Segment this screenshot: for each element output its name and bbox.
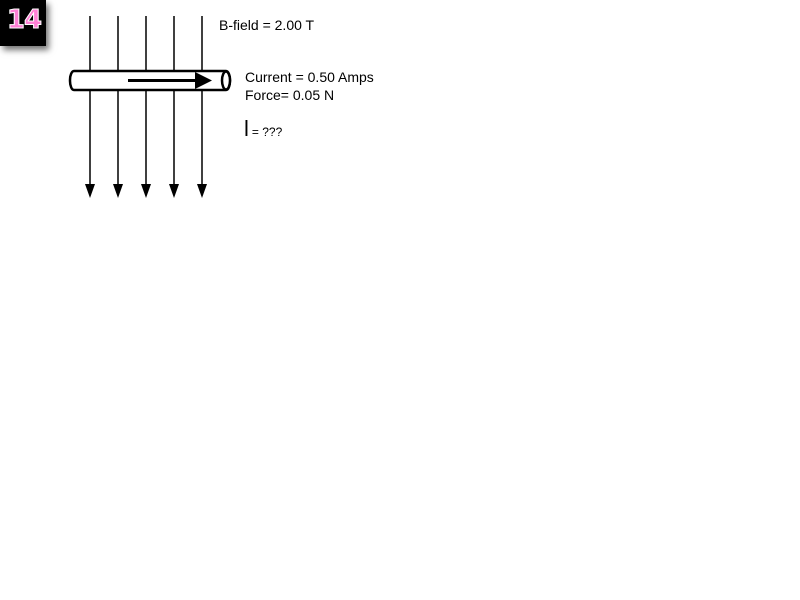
- current-arrow-head: [195, 72, 212, 89]
- current-arrow: [128, 72, 212, 89]
- length-symbol: l: [244, 116, 249, 141]
- field-line: [197, 16, 207, 198]
- field-line: [141, 16, 151, 198]
- field-line: [169, 16, 179, 198]
- field-line-arrowhead: [197, 184, 207, 198]
- b-field-label: B-field = 2.00 T: [219, 17, 315, 33]
- field-lines-group: [85, 16, 207, 198]
- slide-number: 14: [6, 5, 42, 35]
- field-line-arrowhead: [169, 184, 179, 198]
- force-label: Force= 0.05 N: [245, 87, 335, 103]
- unknown-length-label: l= ???: [244, 116, 282, 145]
- current-label: Current = 0.50 Amps: [245, 69, 374, 85]
- field-line-arrowhead: [85, 184, 95, 198]
- length-unknown-value: = ???: [251, 125, 283, 139]
- field-line: [113, 16, 123, 198]
- field-line: [85, 16, 95, 198]
- wire-end-cap: [220, 70, 232, 91]
- slide-number-badge: 14: [0, 0, 46, 46]
- field-line-arrowhead: [141, 184, 151, 198]
- field-line-arrowhead: [113, 184, 123, 198]
